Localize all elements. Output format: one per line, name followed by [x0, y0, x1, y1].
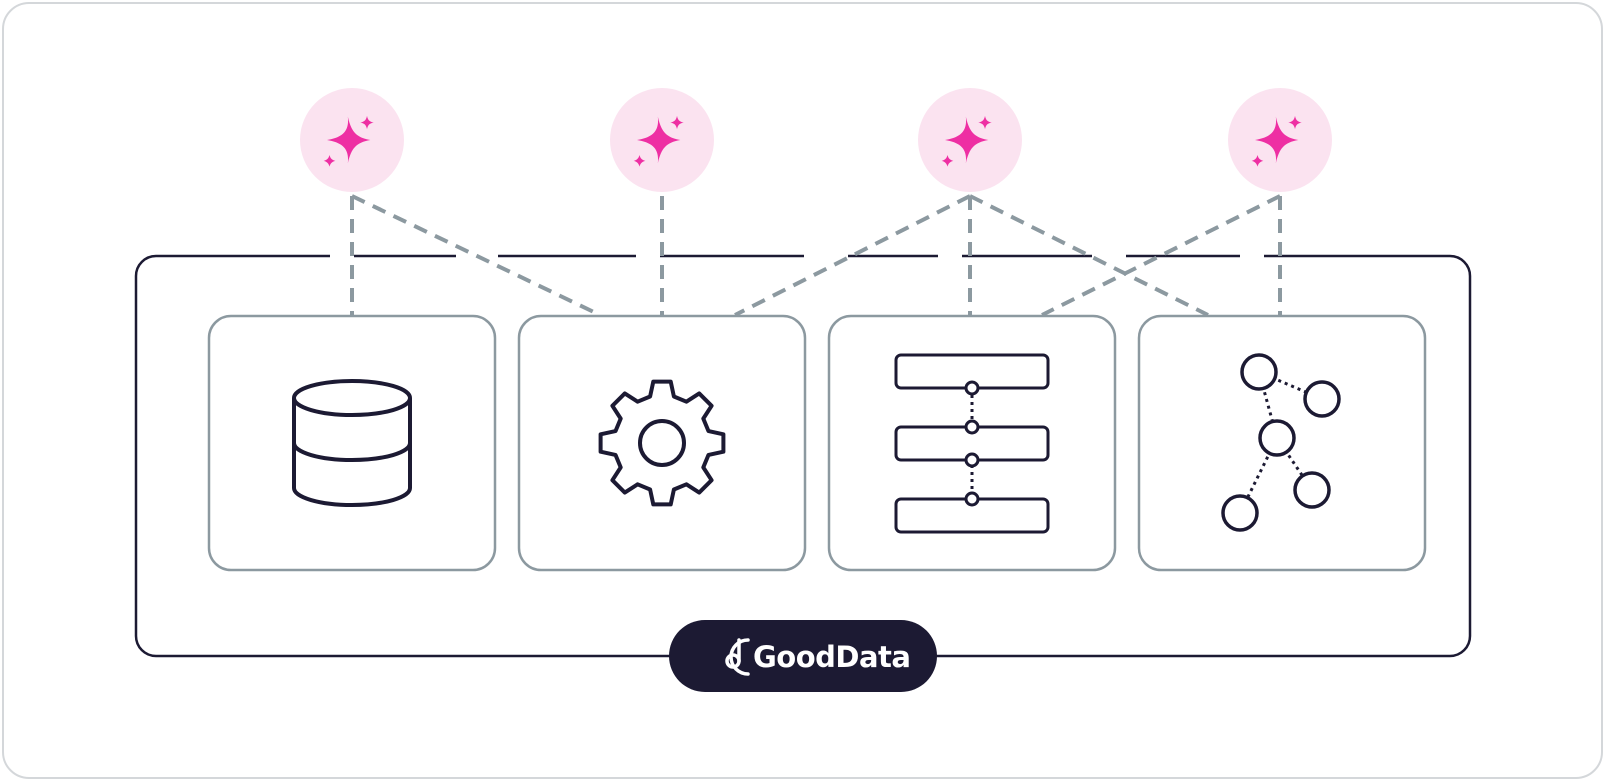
database-icon [292, 379, 412, 507]
brand-badge: GoodData [669, 620, 937, 692]
brand-name: GoodData [753, 640, 910, 674]
card-database [207, 314, 497, 572]
gooddata-logo-icon [725, 638, 750, 676]
connectors [350, 194, 1282, 317]
ai-node [300, 88, 404, 192]
ai-node [918, 88, 1022, 192]
ai-node [1228, 88, 1332, 192]
layered-model-icon [894, 353, 1050, 534]
gear-icon [598, 379, 726, 507]
card-layered-model [827, 314, 1117, 572]
card-graph-network [1137, 314, 1427, 572]
frame-gaps [330, 249, 1264, 263]
ai-node [610, 88, 714, 192]
graph-network-icon [1221, 353, 1341, 532]
card-gear [517, 314, 807, 572]
connector-line [734, 194, 971, 317]
